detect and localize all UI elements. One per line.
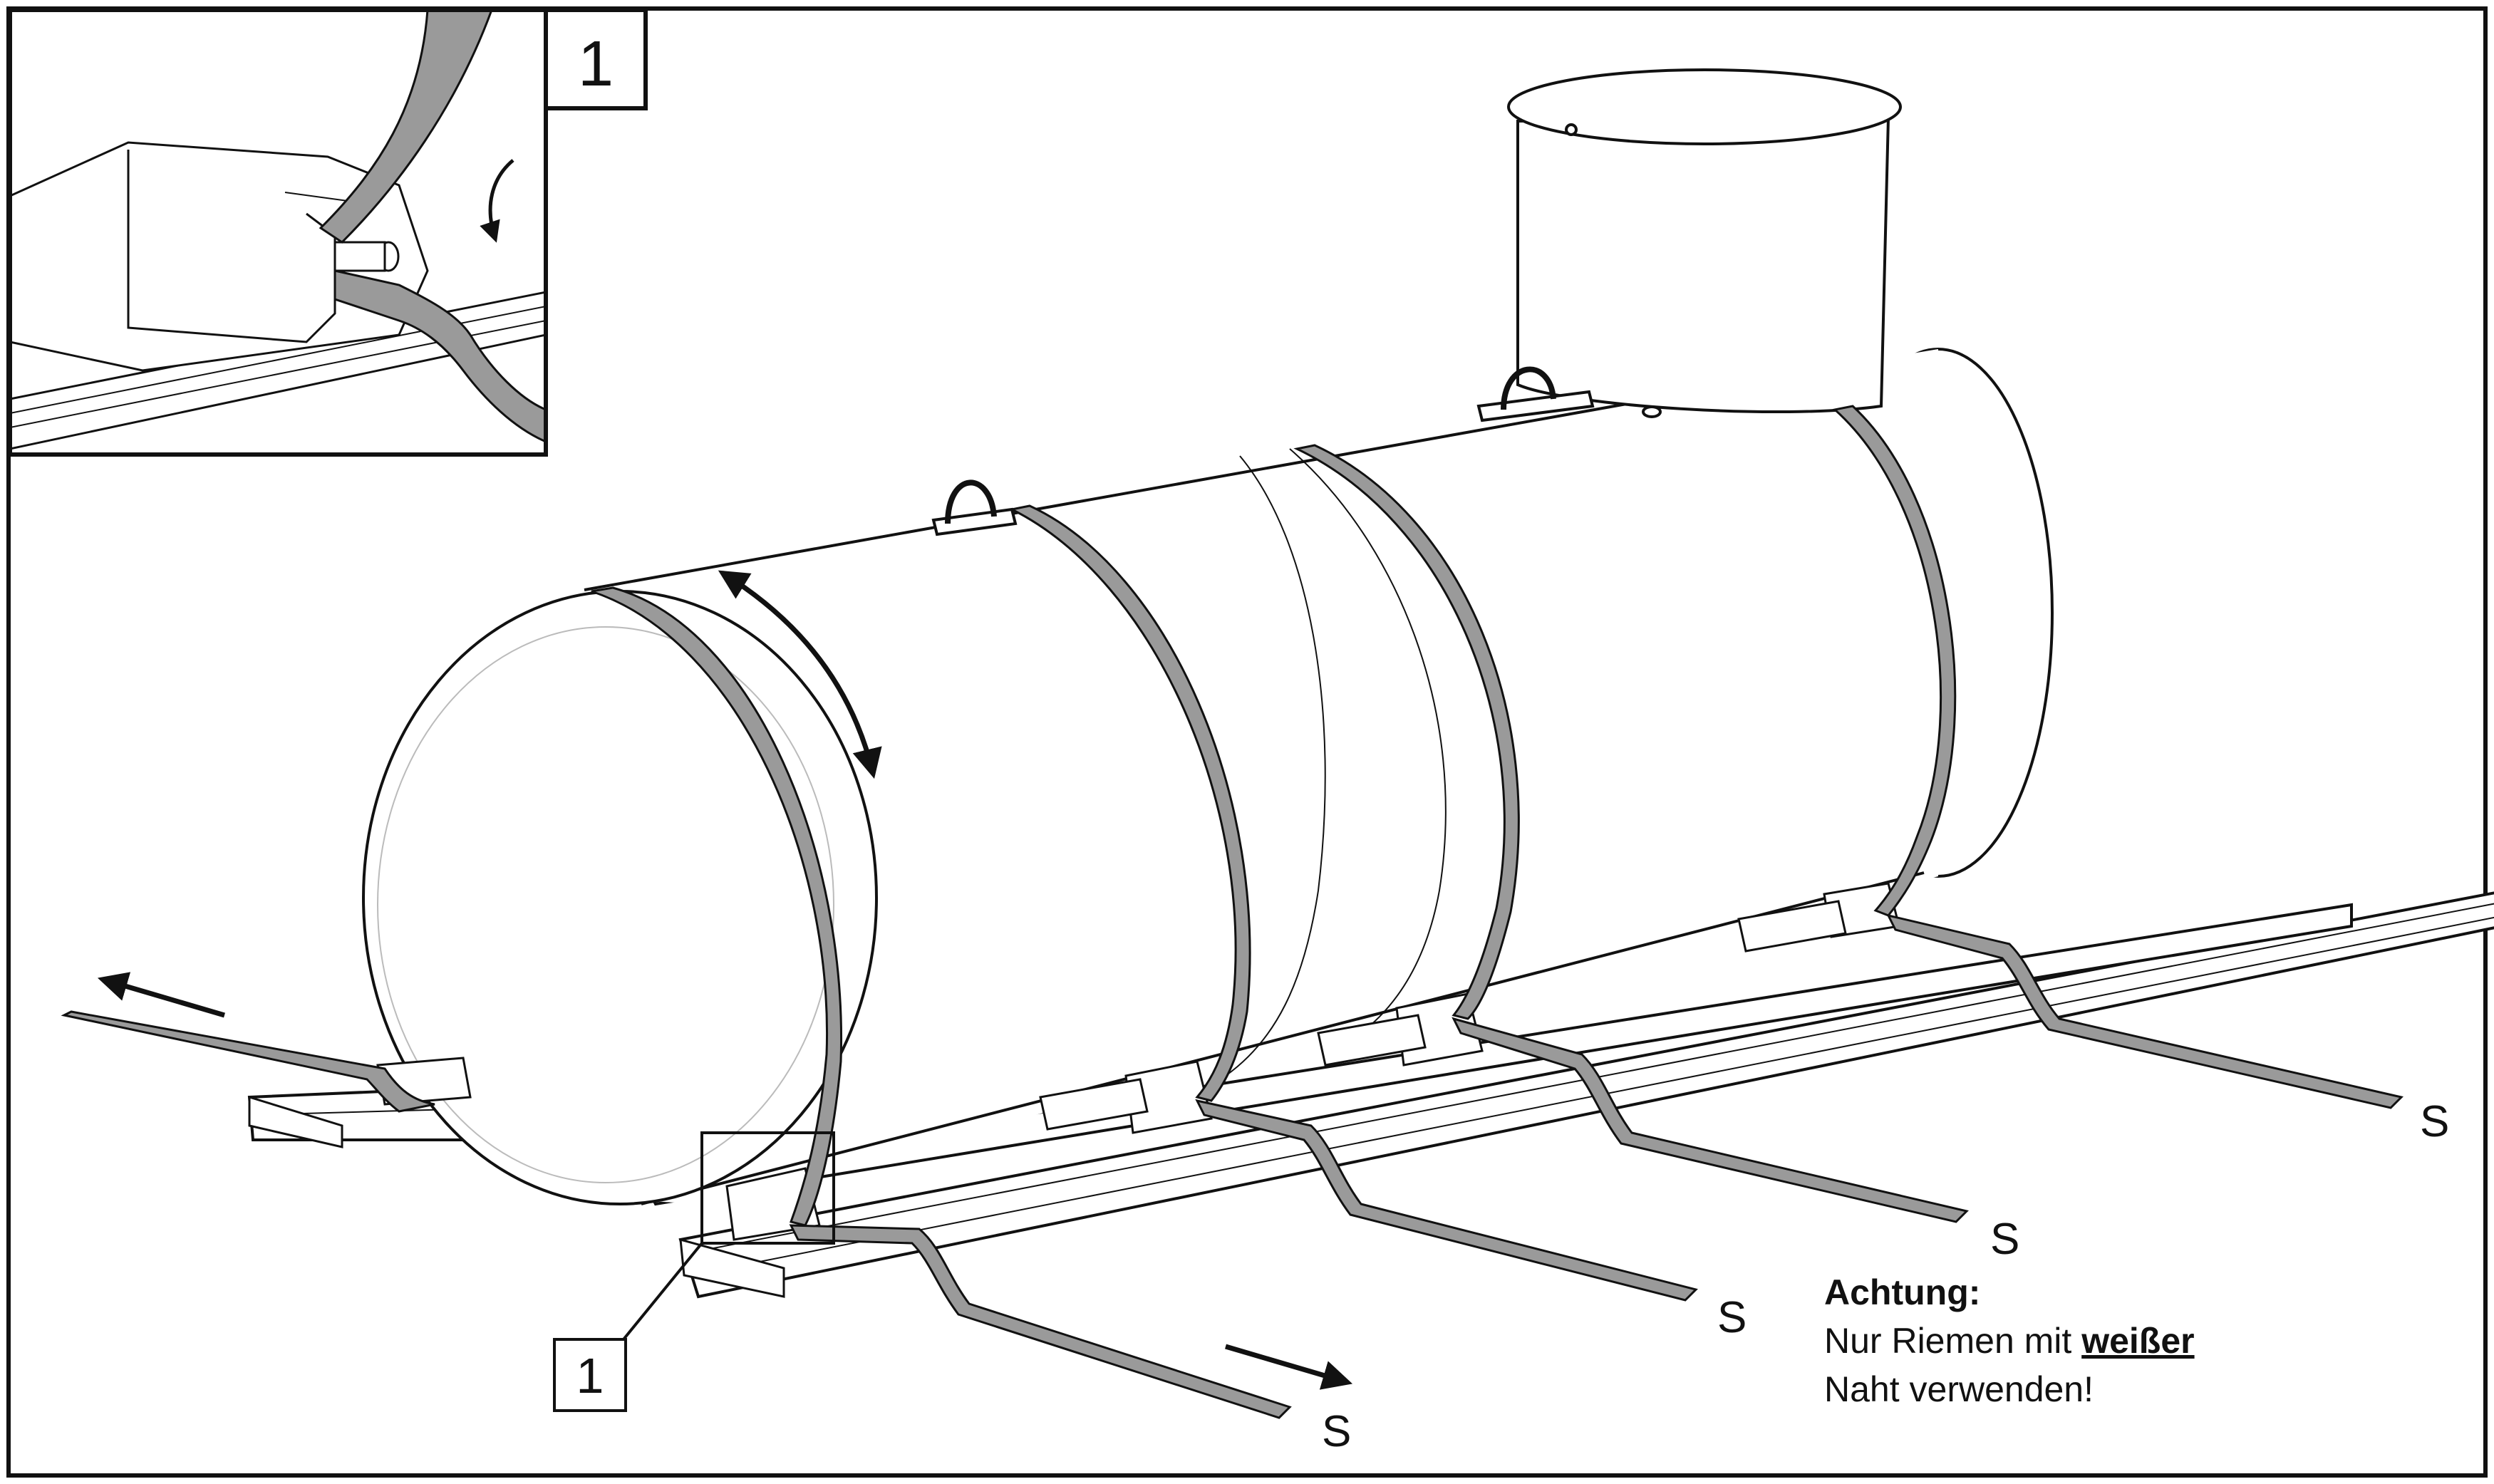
ground-strap-2	[1195, 1099, 1698, 1302]
note-line1-prefix: Nur Riemen mit	[1824, 1321, 2082, 1361]
pull-arrow-left	[97, 972, 225, 1018]
marker-number: 1	[576, 1348, 604, 1403]
note-title: Achtung:	[1824, 1272, 1981, 1312]
strap-label-s-4: S	[2420, 1097, 2449, 1146]
outer-frame	[6, 6, 2488, 1478]
tank	[362, 348, 2054, 1205]
straps	[61, 405, 2404, 1419]
detail-inset: 1	[8, 8, 648, 457]
ground-strap-4	[1886, 913, 2404, 1109]
strap-3	[1293, 444, 1520, 1020]
strap-labels: S S S S	[1322, 1097, 2449, 1456]
detail-marker: 1	[553, 1131, 835, 1412]
strap-label-s-3: S	[1990, 1215, 2019, 1264]
note-highlight: weißer	[2081, 1321, 2195, 1361]
pull-arrow-right	[1225, 1344, 1353, 1390]
warning-note: Achtung: Nur Riemen mit weißer Naht verw…	[1824, 1268, 2394, 1413]
dome	[1507, 68, 1902, 418]
ground-strap-3	[1452, 1017, 1969, 1223]
ground-strap-1	[789, 1224, 1292, 1419]
detail-number: 1	[578, 28, 614, 100]
note-line2: Naht verwenden!	[1824, 1369, 2094, 1409]
ground-strap-left	[61, 1010, 435, 1113]
rotate-arrow	[718, 570, 882, 779]
strap-2	[1008, 504, 1251, 1102]
strap-label-s-2: S	[1717, 1293, 1747, 1342]
lifting-lugs	[931, 366, 1595, 536]
arrows	[97, 570, 1353, 1390]
strap-label-s-1: S	[1322, 1407, 1351, 1456]
